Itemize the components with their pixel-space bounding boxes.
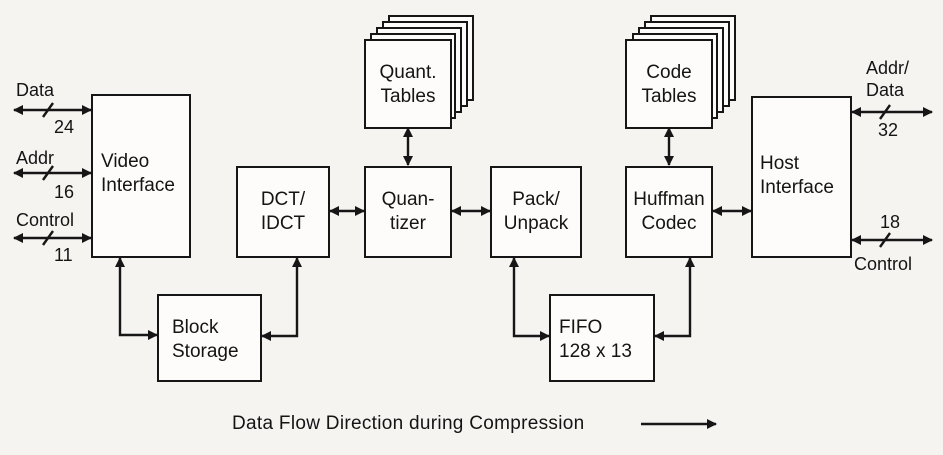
- host-bus-width: 32: [878, 120, 899, 140]
- diagram-caption: Data Flow Direction during Compression: [232, 413, 585, 434]
- video-storage-path: [115, 257, 158, 340]
- host-control-width: 18: [880, 212, 901, 232]
- host-data-label: Data: [866, 80, 905, 100]
- huffman-codec-block: [625, 166, 713, 258]
- quantizer-label: Quan-tizer: [381, 189, 435, 234]
- pack-unpack-block: [490, 166, 582, 258]
- host-interface-block: [751, 96, 852, 258]
- addr-bus-width: 16: [54, 182, 75, 202]
- fifo-block: [549, 294, 655, 382]
- quant-tables-stack: [364, 15, 474, 129]
- addr-signal-label: Addr: [16, 148, 55, 168]
- host-control-label: Control: [854, 254, 913, 274]
- dct-storage-path: [261, 257, 302, 341]
- data-bus-width: 24: [54, 117, 75, 137]
- pack-fifo-path: [509, 257, 550, 341]
- pack-unpack-label: Pack/Unpack: [503, 189, 569, 234]
- video-interface-block: [91, 94, 191, 258]
- data-signal-label: Data: [16, 80, 55, 100]
- dct-block: [236, 166, 330, 258]
- dct-label: DCT/IDCT: [260, 189, 306, 234]
- host-addr-label: Addr/: [866, 58, 910, 78]
- control-bus-width: 11: [54, 245, 73, 265]
- code-tables-stack: [625, 15, 736, 129]
- quantizer-block: [364, 166, 452, 258]
- quant-tables-label: Quant.Tables: [379, 62, 437, 107]
- control-signal-label: Control: [16, 210, 75, 230]
- fifo-huffman-path: [654, 257, 695, 341]
- block-storage-block: [157, 294, 262, 382]
